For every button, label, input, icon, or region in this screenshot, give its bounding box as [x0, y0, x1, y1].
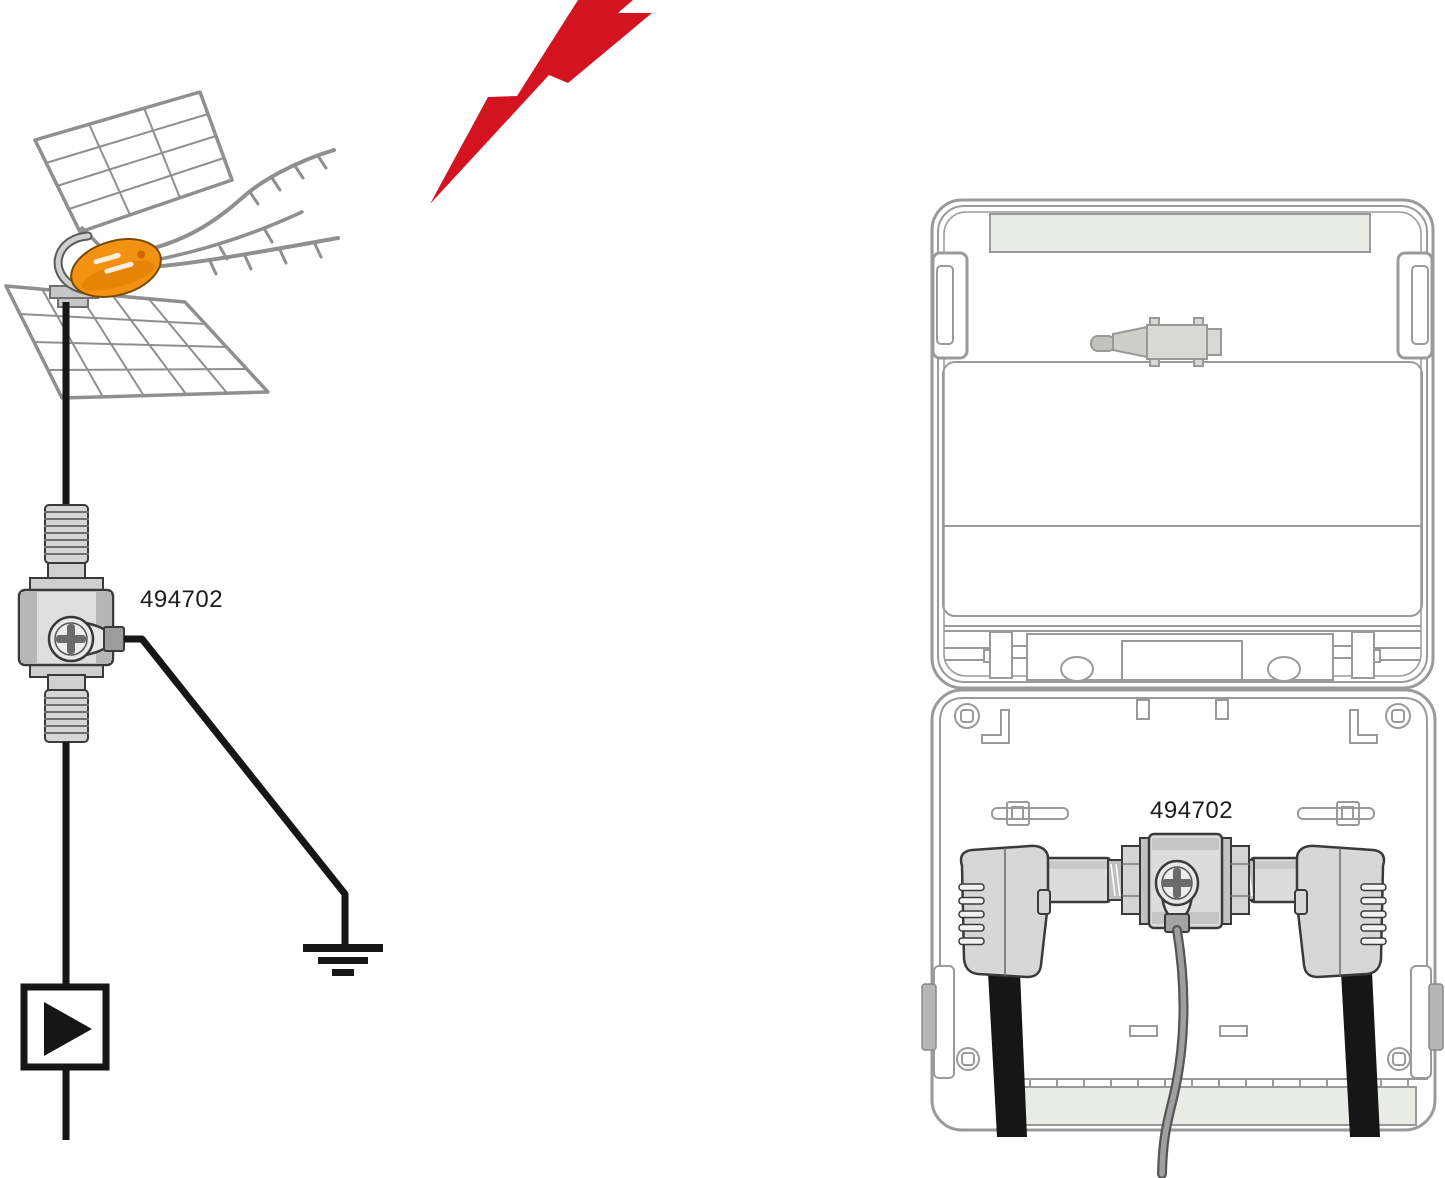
antenna-upper-grid — [33, 90, 234, 234]
latch-right — [1294, 889, 1308, 915]
enclosure-lid — [930, 198, 1435, 690]
lid-top-band — [989, 213, 1371, 253]
earth-wire — [124, 635, 349, 944]
ground-wire-right — [1159, 927, 1187, 1177]
hinge-clip-left — [989, 631, 1013, 679]
base-screw-bottom-right — [1387, 1047, 1411, 1071]
left-device-label: 494702 — [140, 586, 224, 613]
grip-ribs-right — [1360, 883, 1387, 946]
f-connector-top — [44, 504, 89, 581]
grip-ribs-left — [958, 883, 985, 946]
right-device-label: 494702 — [1150, 797, 1234, 824]
ground-symbol-icon — [303, 944, 383, 976]
base-screw-top-left — [954, 703, 980, 729]
earth-wire-terminal — [103, 626, 125, 652]
hinge-clip-right — [1351, 631, 1375, 679]
antenna — [4, 90, 340, 400]
lightning-bolt-icon — [430, 0, 652, 204]
base-latch-left — [921, 965, 955, 1079]
lid-clip-left — [931, 251, 969, 360]
compression-rings-left — [1107, 859, 1123, 901]
lid-clip-right — [1396, 251, 1434, 360]
coax-cable-left — [988, 972, 1027, 1137]
antenna-lower-grid — [4, 284, 270, 400]
f-connector-bottom — [44, 674, 89, 743]
amplifier-icon — [20, 983, 110, 1071]
compression-tool — [1090, 317, 1222, 367]
strain-relief-right — [1297, 801, 1375, 826]
base-latch-right — [1410, 965, 1444, 1079]
earth-terminal-screw-icon — [47, 615, 112, 663]
lid-hinge-strip — [944, 625, 1421, 682]
base-bracket-right — [1349, 709, 1378, 744]
latch-left — [1037, 889, 1051, 915]
elbow-connector-right — [1239, 844, 1387, 1137]
base-screw-top-right — [1385, 703, 1411, 729]
earth-terminal-screw-right — [1154, 859, 1200, 920]
surge-protector-right — [1121, 832, 1250, 933]
surge-protector-left — [17, 504, 125, 743]
lid-inner-panel — [942, 361, 1423, 617]
base-screw-bottom-left — [956, 1047, 980, 1071]
antenna-housing — [70, 238, 162, 298]
elbow-connector-left — [958, 844, 1123, 1137]
antenna-housing-shadow — [81, 260, 155, 291]
coax-cable-right — [1341, 972, 1380, 1137]
base-bracket-left — [981, 709, 1010, 744]
amplifier-triangle — [44, 1002, 92, 1056]
strain-relief-left — [991, 801, 1069, 826]
